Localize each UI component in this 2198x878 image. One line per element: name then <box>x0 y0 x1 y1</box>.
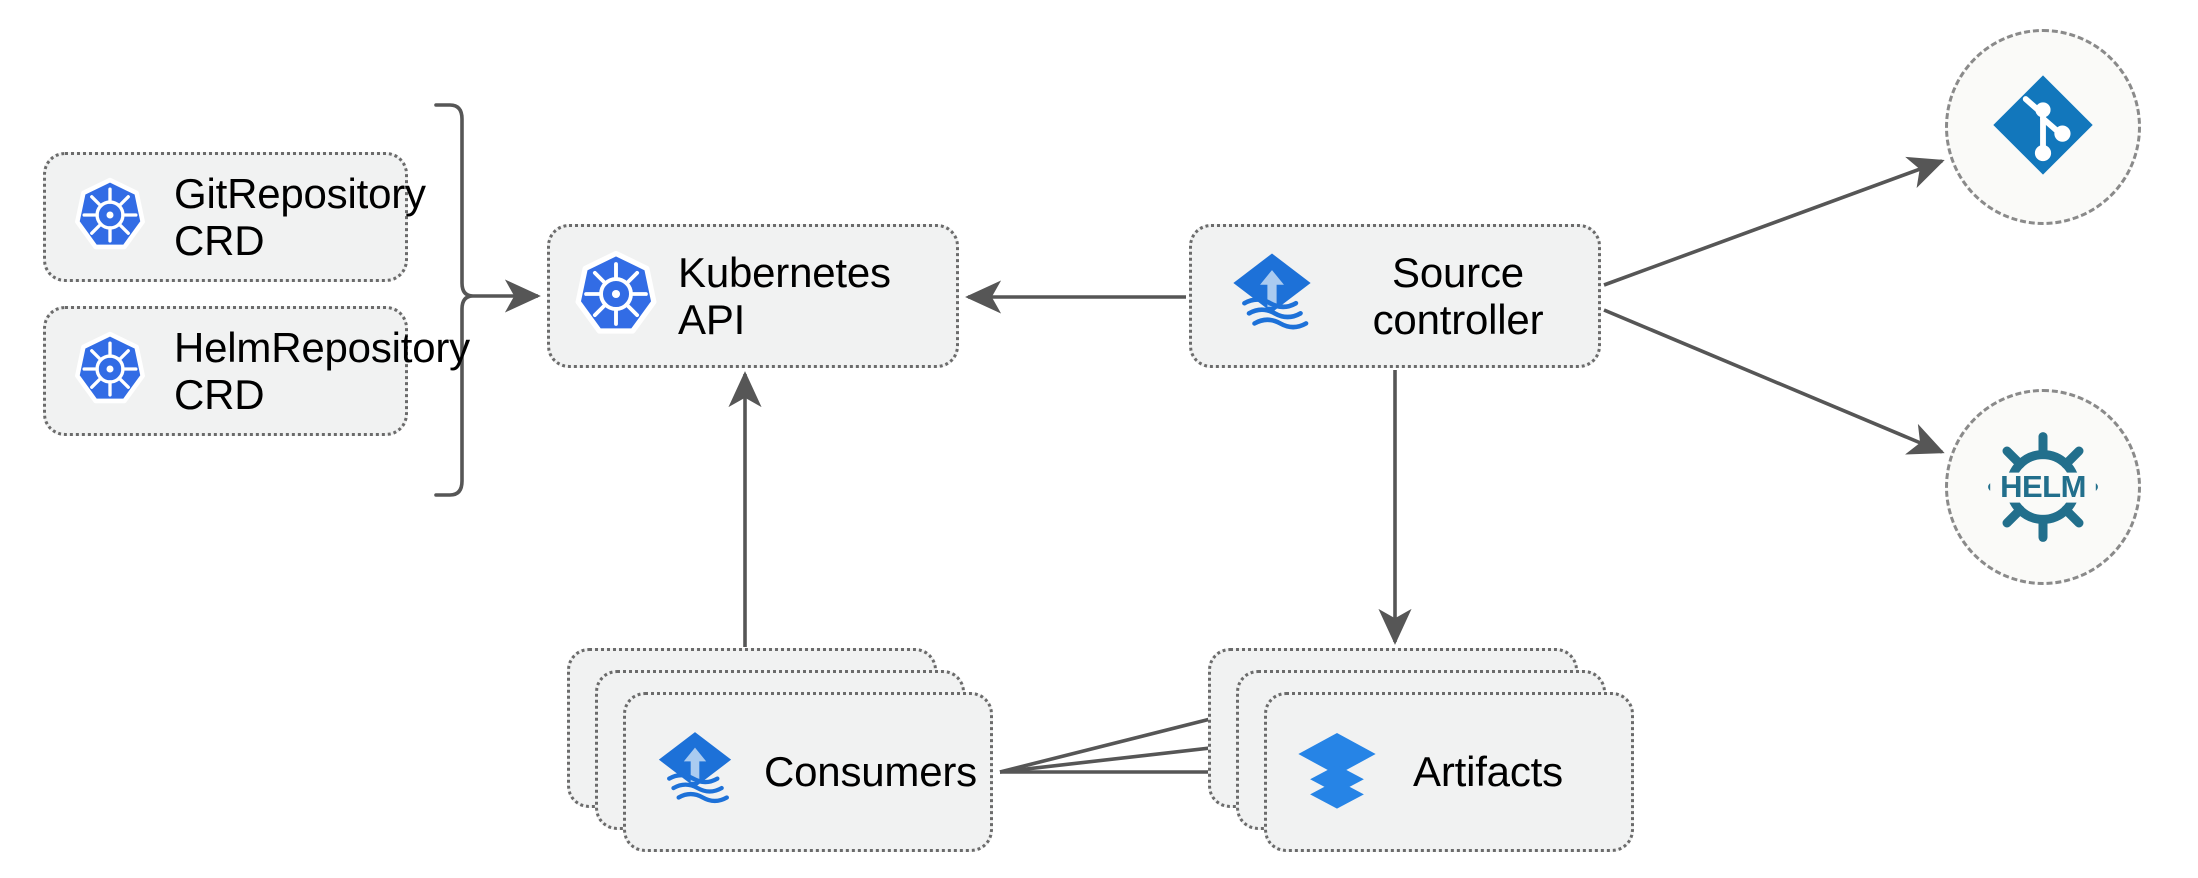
kubernetes-icon <box>72 331 148 412</box>
node-label: GitRepository CRD <box>174 169 426 264</box>
node-label: Artifacts <box>1413 748 1563 796</box>
kubernetes-icon <box>72 177 148 258</box>
node-helm-remote[interactable]: HELM <box>1945 389 2141 585</box>
flux-icon <box>1226 248 1318 345</box>
node-artifacts[interactable]: Artifacts <box>1264 692 1634 852</box>
edge-source-to-git <box>1603 156 1945 287</box>
node-source-controller[interactable]: Source controller <box>1189 224 1601 368</box>
edge-source-to-helm <box>1603 308 1945 455</box>
kubernetes-icon <box>572 250 660 343</box>
helm-wordmark: HELM <box>2000 469 2086 504</box>
node-label: Consumers <box>764 748 977 796</box>
node-git-repository-crd[interactable]: GitRepository CRD <box>43 152 426 282</box>
node-kubernetes-api[interactable]: Kubernetes API <box>547 224 959 368</box>
node-consumers[interactable]: Consumers <box>623 692 993 852</box>
git-icon <box>1989 71 2097 184</box>
helm-icon: HELM <box>1983 427 2103 547</box>
node-label: HelmRepository CRD <box>174 323 470 418</box>
node-helm-repository-crd[interactable]: HelmRepository CRD <box>43 306 470 436</box>
node-git-remote[interactable] <box>1945 29 2141 225</box>
node-label: Source controller <box>1372 248 1544 343</box>
crd-bracket <box>434 103 474 497</box>
node-label: Kubernetes API <box>678 248 891 343</box>
layers-icon <box>1295 728 1379 817</box>
flux-icon <box>652 727 738 818</box>
